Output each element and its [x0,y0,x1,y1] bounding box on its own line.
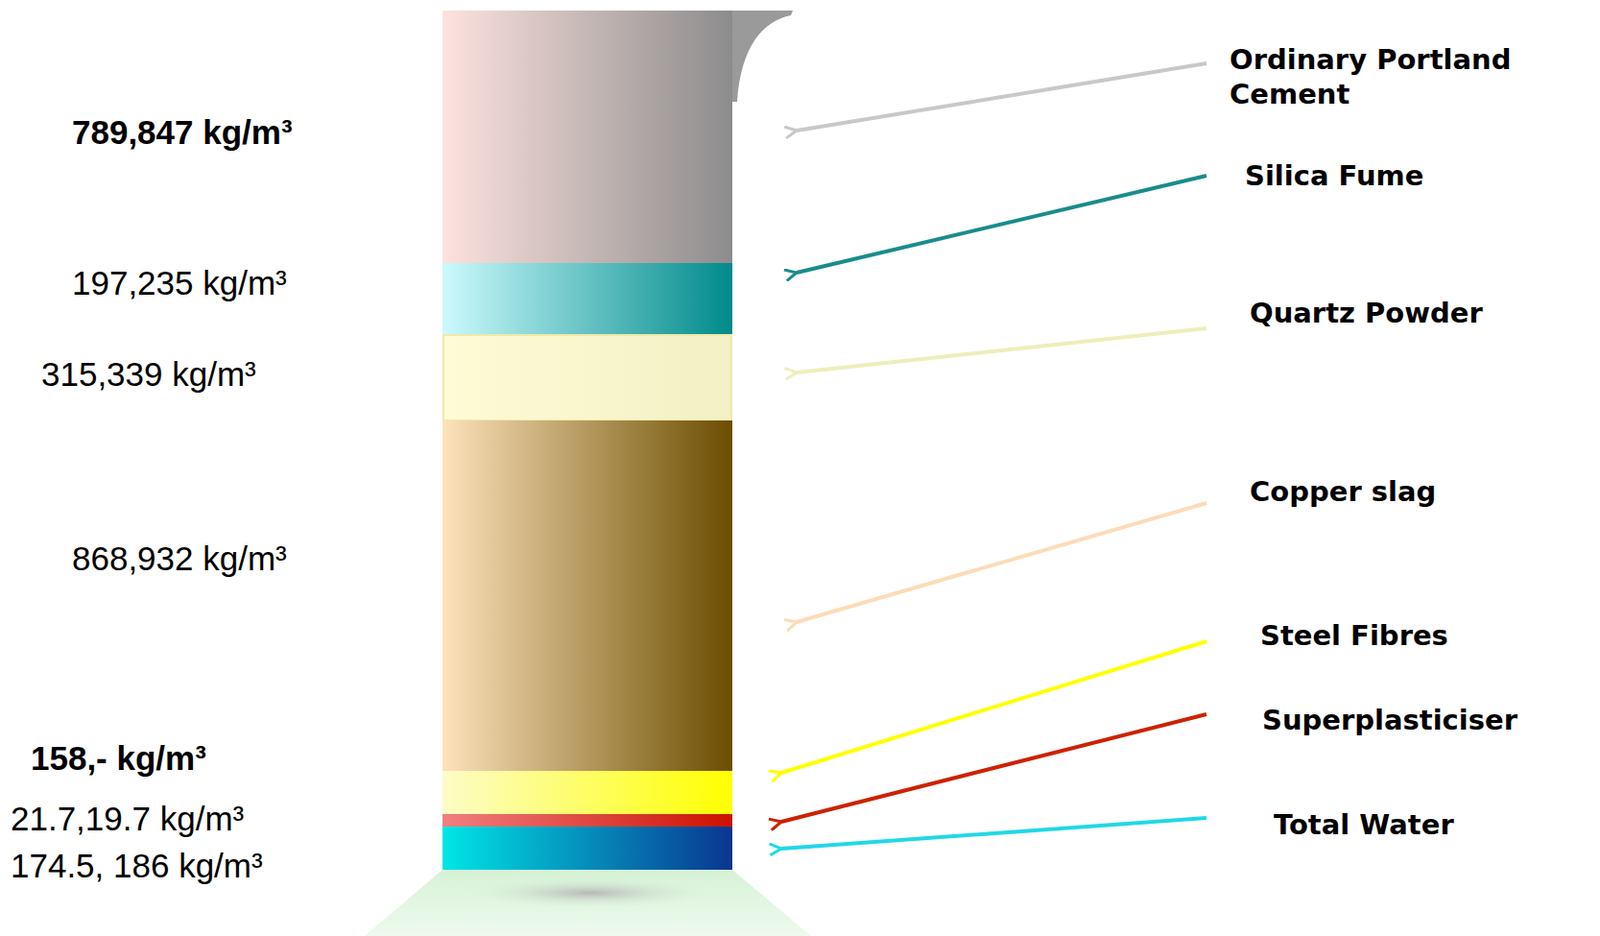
quantity-label: 158,- kg/m³ [30,739,207,778]
leader-line [796,502,1207,622]
material-name: Copper slag [1249,474,1436,509]
quantity-label: 21.7,19.7 kg/m³ [10,799,244,838]
material-name: Ordinary Portland Cement [1229,42,1585,113]
leader-line [781,714,1207,822]
water-band [442,826,733,870]
quantity-label: 174.5, 186 kg/m³ [10,846,263,885]
superplasticiser-band [442,813,733,827]
material-name: Total Water [1273,807,1455,842]
column-base [364,869,812,936]
quantity-label: 789,847 kg/m³ [71,113,293,152]
material-name: Silica Fume [1244,158,1424,193]
leader-line [781,817,1207,849]
leader-line [796,175,1207,273]
base-shadow [465,877,716,908]
quantity-label: 197,235 kg/m³ [71,263,287,303]
leader-line [781,641,1207,773]
leader-line [796,63,1207,131]
cement-band [442,10,733,263]
silica-band [442,262,733,335]
quantity-label: 868,932 kg/m³ [71,539,287,578]
beaker-spout [732,10,793,102]
material-name: Quartz Powder [1249,295,1483,331]
quantity-label: 315,339 kg/m³ [41,355,257,394]
material-name: Superplasticiser [1262,702,1518,738]
material-name: Steel Fibres [1260,618,1449,653]
leader-line [796,328,1207,373]
steel-fibre-band [442,770,733,814]
copper-slag-band [442,420,733,771]
quartz-band [443,334,732,421]
